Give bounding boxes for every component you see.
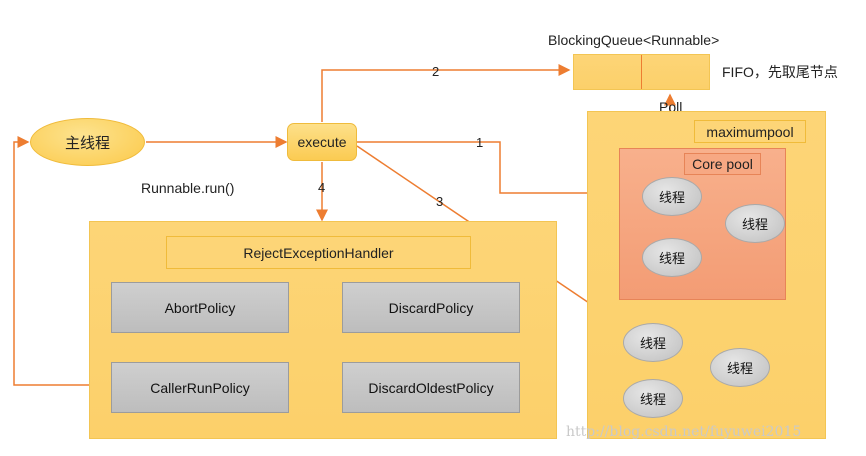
abort-policy-label: AbortPolicy <box>164 299 236 316</box>
core-thread-1: 线程 <box>642 177 702 216</box>
step-2-label: 2 <box>432 64 440 79</box>
max-thread-2: 线程 <box>710 348 770 387</box>
caller-run-policy-label: CallerRunPolicy <box>150 379 250 396</box>
thread-label: 线程 <box>658 190 685 205</box>
discard-policy-label: DiscardPolicy <box>388 299 474 316</box>
execute-label: execute <box>297 134 347 150</box>
caller-run-policy-box: CallerRunPolicy <box>111 362 289 413</box>
arrow-execute-to-queue <box>321 64 571 122</box>
core-pool-title-box: Core pool <box>684 153 761 175</box>
queue-label: BlockingQueue<Runnable> <box>548 32 720 48</box>
thread-label: 线程 <box>639 336 666 351</box>
thread-label: 线程 <box>658 251 685 266</box>
main-thread-label: 主线程 <box>64 134 110 152</box>
watermark: http://blog.csdn.net/fuyuwei2015 <box>566 424 802 440</box>
discard-oldest-policy-box: DiscardOldestPolicy <box>342 362 520 413</box>
blocking-queue <box>573 54 710 90</box>
thread-label: 线程 <box>639 392 666 407</box>
step-3-label: 3 <box>436 194 444 209</box>
discard-policy-box: DiscardPolicy <box>342 282 520 333</box>
max-thread-1: 线程 <box>623 323 683 362</box>
core-pool-panel: Core pool 线程 线程 线程 <box>619 148 786 300</box>
core-pool-title: Core pool <box>692 156 753 172</box>
core-thread-2: 线程 <box>725 204 785 243</box>
main-thread-node: 主线程 <box>30 118 145 166</box>
reject-handler-panel: RejectExceptionHandler AbortPolicy Disca… <box>89 221 557 439</box>
runnable-run-label: Runnable.run() <box>141 180 235 196</box>
discard-oldest-policy-label: DiscardOldestPolicy <box>368 379 494 396</box>
thread-label: 线程 <box>741 217 768 232</box>
abort-policy-box: AbortPolicy <box>111 282 289 333</box>
maximum-pool-title-box: maximumpool <box>694 120 806 143</box>
maximum-pool-panel: maximumpool Core pool 线程 线程 线程 线程 线程 线程 <box>587 111 826 439</box>
queue-note: FIFO，先取尾节点 <box>722 64 838 80</box>
max-thread-3: 线程 <box>623 379 683 418</box>
reject-handler-title: RejectExceptionHandler <box>243 244 394 261</box>
execute-node: execute <box>287 123 357 161</box>
maximum-pool-title: maximumpool <box>706 123 794 140</box>
reject-handler-title-box: RejectExceptionHandler <box>166 236 471 269</box>
step-1-label: 1 <box>476 135 484 150</box>
core-thread-3: 线程 <box>642 238 702 277</box>
queue-divider <box>641 55 642 89</box>
thread-label: 线程 <box>726 361 753 376</box>
step-4-label: 4 <box>318 180 326 195</box>
